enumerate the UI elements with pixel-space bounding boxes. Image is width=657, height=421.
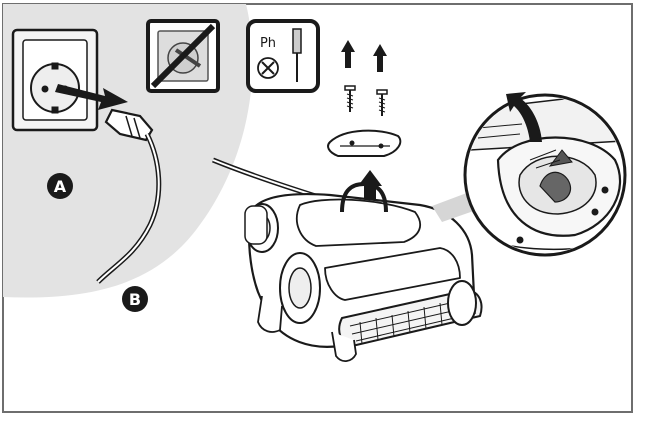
marker-b: B	[122, 286, 148, 312]
power-cord-icon	[96, 108, 162, 284]
phillips-screwdriver-icon: Ph	[246, 19, 320, 93]
lift-arrow-right-icon	[373, 44, 387, 72]
rotate-arrow-icon	[506, 92, 542, 142]
cover-plate	[327, 129, 402, 157]
unplug-arrow-icon	[55, 84, 128, 110]
marker-a-label: A	[54, 177, 67, 196]
pool-robot	[212, 157, 483, 362]
unplugged-socket-prohibited-icon	[146, 19, 220, 93]
detail-magnifier	[463, 92, 627, 257]
marker-b-label: B	[129, 290, 141, 309]
screw-left-icon	[344, 85, 356, 112]
wall-socket-icon	[11, 28, 99, 132]
marker-a: A	[47, 173, 73, 199]
lift-arrow-left-icon	[341, 40, 355, 68]
screwdriver-badge-label: Ph	[260, 36, 276, 51]
screw-right-icon	[376, 89, 388, 116]
